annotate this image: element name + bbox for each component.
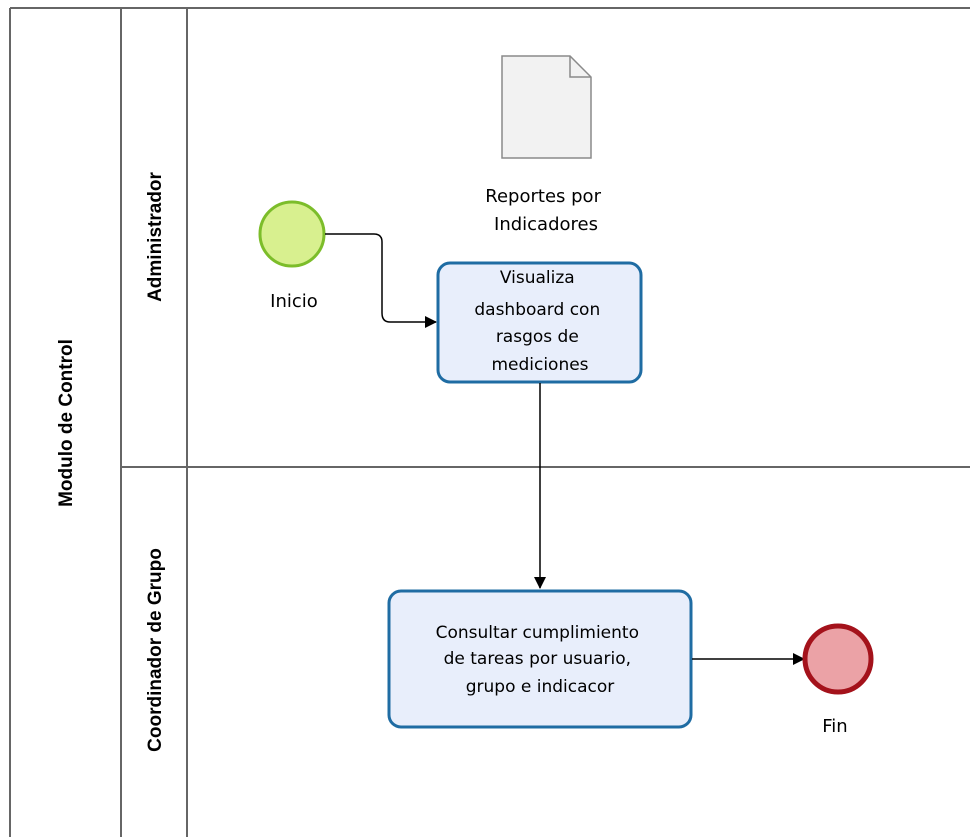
task-label-line: de tareas por usuario, xyxy=(444,649,631,669)
task-label-line: grupo e indicacor xyxy=(466,677,615,697)
task-visualiza-dashboard-label: Visualiza dashboard con rasgos de medici… xyxy=(474,268,605,375)
start-event-icon xyxy=(258,200,326,268)
task-label-line: rasgos de xyxy=(496,327,579,347)
data-object-label: Reportes por Indicadores xyxy=(485,186,606,235)
task-label-line: Visualiza xyxy=(500,268,575,288)
data-object-label-line: Reportes por xyxy=(485,186,601,207)
end-event-label: Fin xyxy=(822,716,847,737)
pool xyxy=(9,7,970,837)
lane-title-administrador: Administrador xyxy=(145,171,166,301)
task-consultar-cumplimiento-label: Consultar cumplimiento de tareas por usu… xyxy=(436,623,645,697)
sequence-flow xyxy=(325,233,437,328)
data-object-icon xyxy=(501,55,592,159)
task-consultar-cumplimiento[interactable] xyxy=(387,589,693,729)
lane-title-coordinador: Coordinador de Grupo xyxy=(145,548,166,752)
task-label-line: dashboard con xyxy=(474,300,600,320)
pool-title: Modulo de Control xyxy=(56,339,77,507)
end-event-icon xyxy=(802,623,874,695)
task-visualiza-dashboard[interactable] xyxy=(436,261,643,384)
data-object-label-line: Indicadores xyxy=(494,214,598,235)
task-label-line: Consultar cumplimiento xyxy=(436,623,639,643)
start-event-label: Inicio xyxy=(270,291,318,312)
task-label-line: mediciones xyxy=(491,355,588,375)
